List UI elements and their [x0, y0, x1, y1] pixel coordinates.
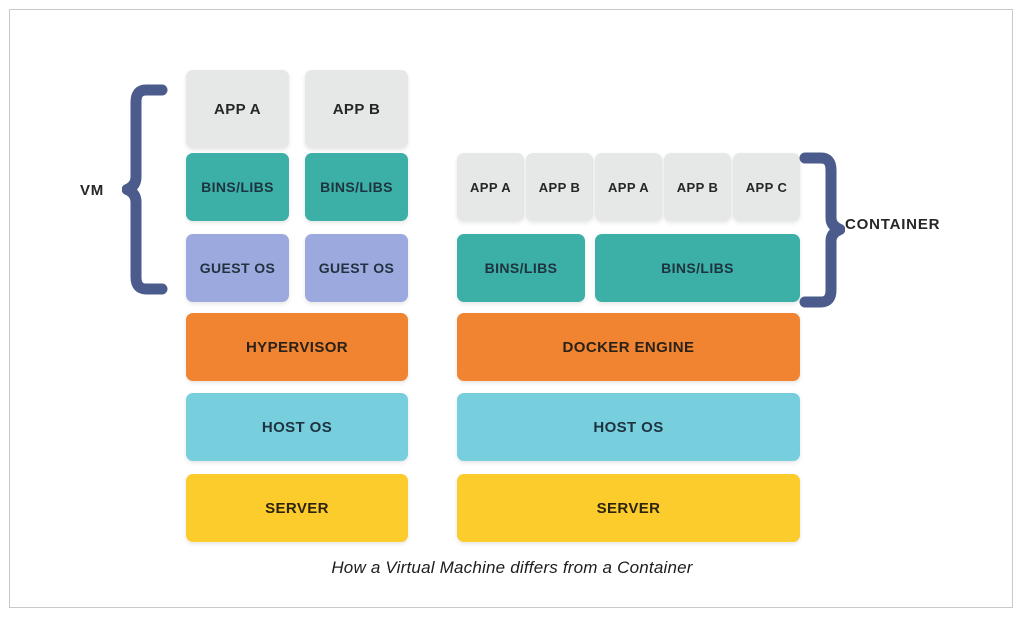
container-docker-engine-label: DOCKER ENGINE — [562, 338, 695, 356]
vm-app-box-1[interactable]: APP B — [305, 70, 408, 148]
container-app-box-2[interactable]: APP A — [595, 153, 662, 221]
vm-left-brace-icon — [122, 84, 168, 295]
container-server-label: SERVER — [596, 499, 661, 517]
diagram-frame: VM APP A APP B BINS/LIBS BINS/LIBS GUEST… — [9, 9, 1013, 608]
container-bins-libs-box-0[interactable]: BINS/LIBS — [457, 234, 585, 302]
container-bins-libs-box-1[interactable]: BINS/LIBS — [595, 234, 800, 302]
container-app-label-2: APP A — [607, 179, 649, 195]
container-server-box[interactable]: SERVER — [457, 474, 800, 542]
container-right-brace-icon — [799, 152, 845, 308]
container-docker-engine-box[interactable]: DOCKER ENGINE — [457, 313, 800, 381]
vm-guest-os-label-1: GUEST OS — [318, 260, 395, 276]
vm-host-os-label: HOST OS — [261, 418, 333, 436]
vm-bins-libs-label-0: BINS/LIBS — [201, 179, 274, 195]
container-app-label-0: APP A — [469, 179, 511, 195]
container-app-box-1[interactable]: APP B — [526, 153, 593, 221]
container-bins-libs-label-1: BINS/LIBS — [661, 260, 734, 276]
vm-app-box-0[interactable]: APP A — [186, 70, 289, 148]
diagram-caption: How a Virtual Machine differs from a Con… — [331, 558, 693, 577]
vm-guest-os-box-0[interactable]: GUEST OS — [186, 234, 289, 302]
container-host-os-label: HOST OS — [593, 418, 664, 436]
vm-host-os-box[interactable]: HOST OS — [186, 393, 408, 461]
container-app-box-3[interactable]: APP B — [664, 153, 731, 221]
vm-bracket-label: VM — [80, 182, 105, 199]
vm-guest-os-label-0: GUEST OS — [199, 260, 276, 276]
vm-server-label: SERVER — [265, 499, 329, 517]
container-host-os-box[interactable]: HOST OS — [457, 393, 800, 461]
vm-guest-os-box-1[interactable]: GUEST OS — [305, 234, 408, 302]
container-app-box-0[interactable]: APP A — [457, 153, 524, 221]
vm-bins-libs-box-1[interactable]: BINS/LIBS — [305, 153, 408, 221]
container-app-box-4[interactable]: APP C — [733, 153, 800, 221]
vm-bins-libs-label-1: BINS/LIBS — [320, 179, 393, 195]
vm-bins-libs-box-0[interactable]: BINS/LIBS — [186, 153, 289, 221]
container-app-label-3: APP B — [676, 179, 719, 195]
container-bracket-label: CONTAINER — [845, 216, 941, 233]
container-app-label-4: APP C — [745, 179, 788, 195]
vm-hypervisor-label: HYPERVISOR — [245, 338, 349, 356]
vm-server-box[interactable]: SERVER — [186, 474, 408, 542]
vm-app-label-1: APP B — [332, 100, 381, 118]
vm-hypervisor-box[interactable]: HYPERVISOR — [186, 313, 408, 381]
container-app-label-1: APP B — [538, 179, 581, 195]
container-bins-libs-label-0: BINS/LIBS — [484, 260, 558, 276]
vm-app-label-0: APP A — [213, 100, 261, 118]
diagram-canvas: VM APP A APP B BINS/LIBS BINS/LIBS GUEST… — [10, 10, 1014, 609]
